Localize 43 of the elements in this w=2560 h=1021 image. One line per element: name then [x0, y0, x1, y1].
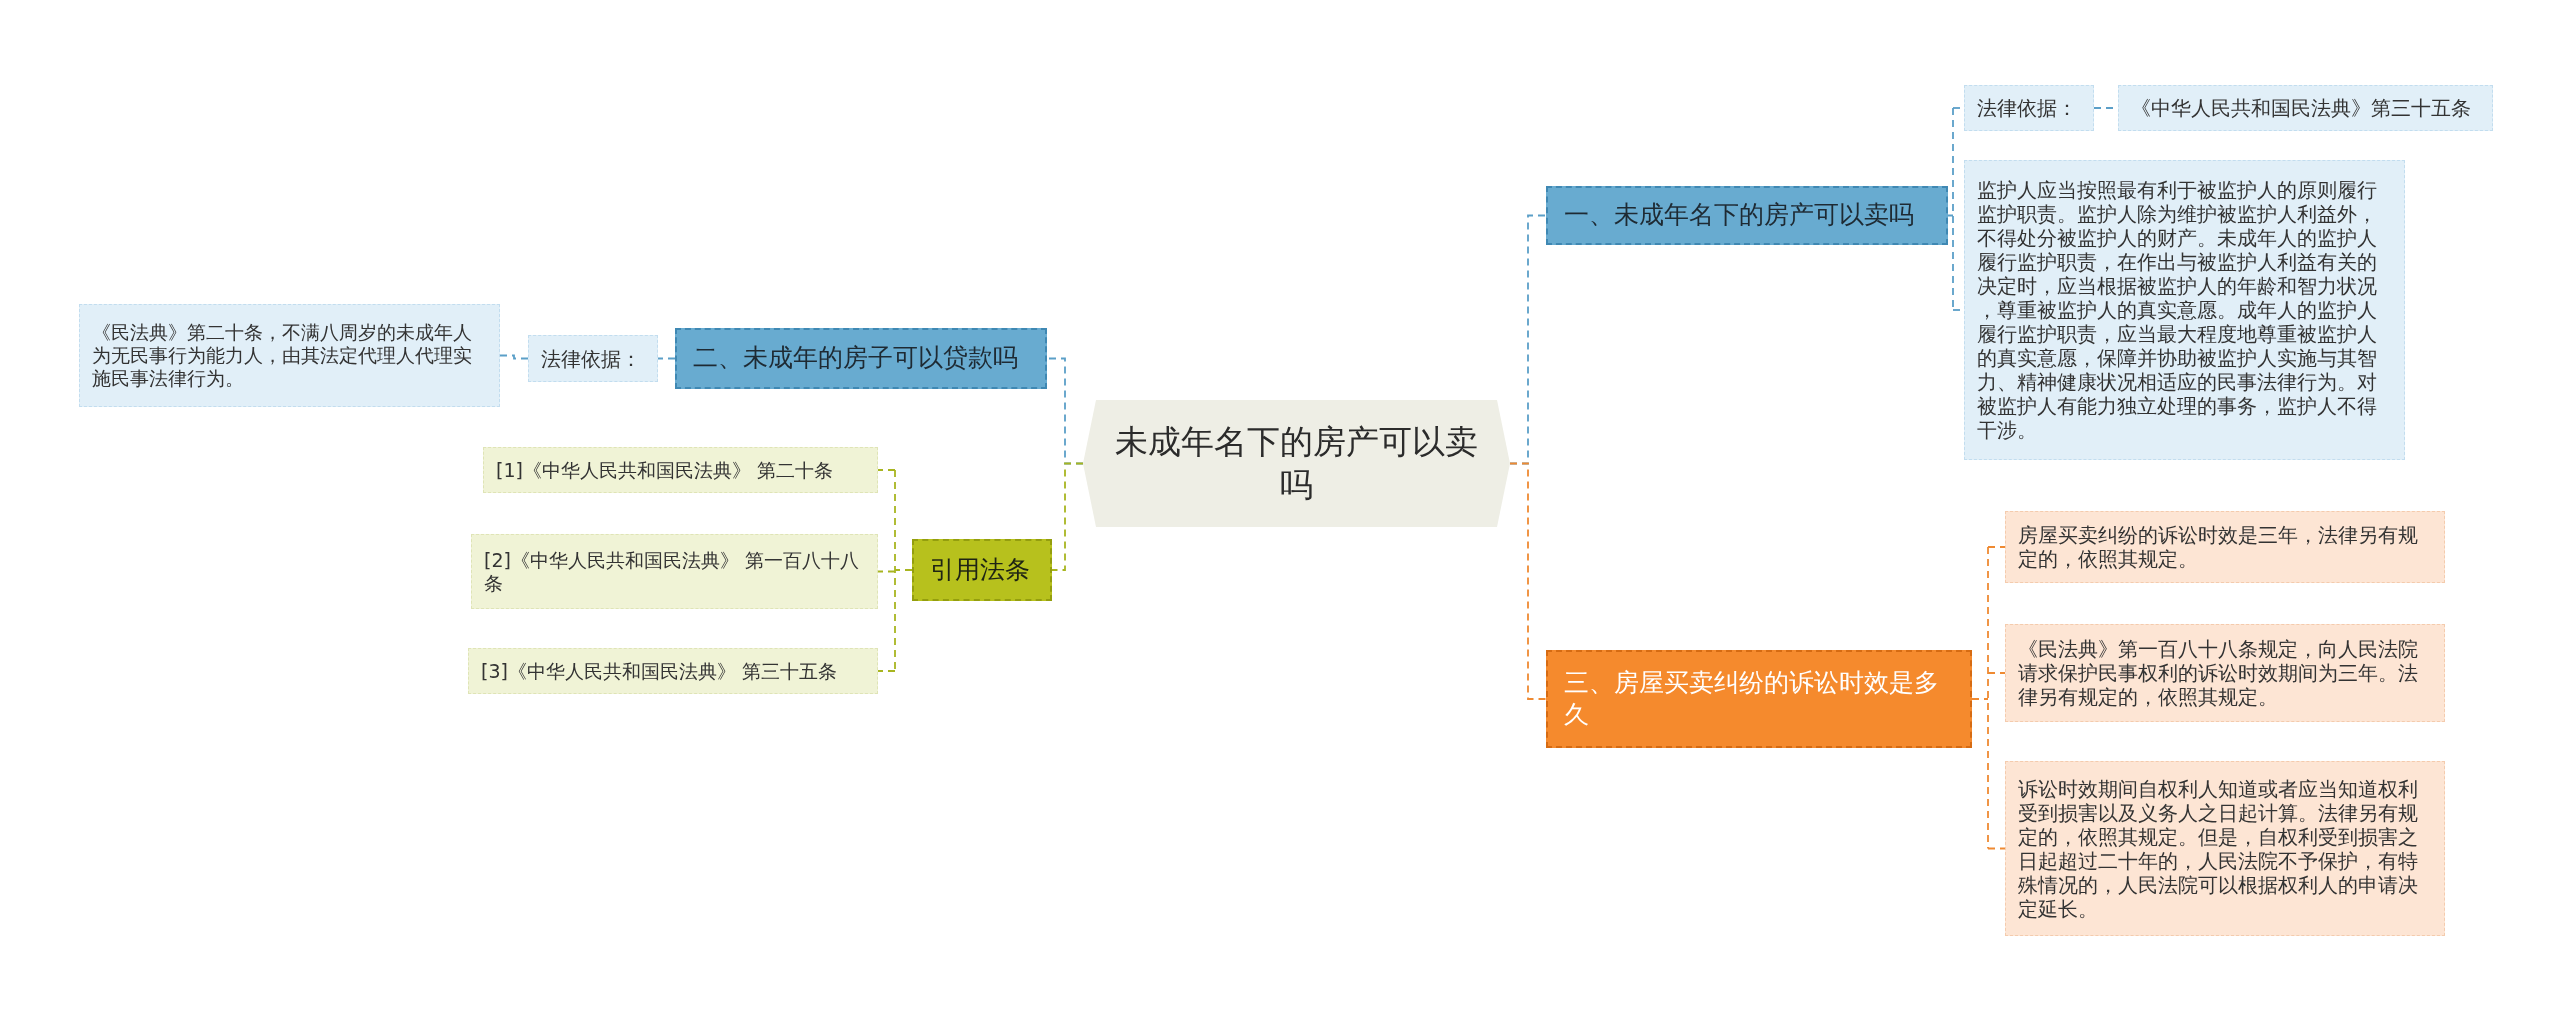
- subtopic-card: [1964, 160, 2405, 460]
- central-topic-text: 未成年名下的房产可以卖吗: [1114, 420, 1479, 506]
- topic-text: 监护人应当按照最有利于被监护人的原则履行监护职责。监护人除为维护被监护人利益外，不得处分被监护人的财产。未成年人的监护人履行监护职责，在作出与被监护人利益有关的决定时，应当根据被监护人的年龄和智力状况，尊重被监护人的真实意愿。成年人的监护人履行监护职责，应当最大程度地尊重被监护人的真实意愿，保障并协助被监护人实施与其智力、精神健康状况相适应的民事法律行为。对被监护人有能力独立处理的事务，监护人不得干涉。: [1977, 178, 2378, 442]
- topic-text: 《中华人民共和国民法典》第三十五条: [2131, 96, 2472, 120]
- connector-line: [499, 354, 529, 360]
- citation-card: [468, 648, 878, 694]
- topic-text: [2]《中华人民共和国民法典》 第一百八十八条: [484, 548, 860, 595]
- topic-text: 法律依据：: [541, 346, 642, 371]
- subtopic-card: [1964, 85, 2094, 131]
- connector-line: [877, 570, 896, 573]
- subtopic-card: [79, 304, 500, 407]
- topic-text: 一、未成年名下的房产可以卖吗: [1564, 199, 1915, 232]
- branch-topic: [912, 539, 1052, 601]
- branch-topic: [1546, 186, 1948, 245]
- branch-topic: [675, 328, 1047, 389]
- connector-line: [1987, 546, 2006, 548]
- topic-text: 《民法典》第一百八十八条规定，向人民法院请求保护民事权利的诉讼时效期间为三年。法律另有规定的，依照其规定。: [2018, 637, 2419, 709]
- citation-card: [483, 447, 878, 493]
- subtopic-card: [2005, 511, 2445, 583]
- connector-line: [877, 469, 896, 471]
- subtopic-card: [2005, 624, 2445, 722]
- connector-line: [1987, 847, 2006, 850]
- subtopic-card: [528, 335, 658, 382]
- subtopic-card: [2118, 85, 2493, 131]
- topic-text: 引用法条: [930, 553, 1031, 586]
- subtopic-card: [2005, 761, 2445, 936]
- connector-line: [1509, 462, 1547, 700]
- topic-text: 三、房屋买卖纠纷的诉讼时效是多久: [1564, 666, 1940, 731]
- topic-text: [3]《中华人民共和国民法典》 第三十五条: [481, 659, 838, 683]
- topic-text: 法律依据：: [1977, 96, 2078, 120]
- topic-text: 房屋买卖纠纷的诉讼时效是三年，法律另有规定的，依照其规定。: [2018, 523, 2419, 571]
- connector-line: [877, 670, 896, 672]
- connector-line: [657, 357, 676, 360]
- topic-text: 《民法典》第二十条，不满八周岁的未成年人为无民事行为能力人，由其法定代理人代理实施民事法律行为。: [92, 321, 473, 390]
- connector-line: [1051, 462, 1084, 571]
- topic-text: 二、未成年的房子可以贷款吗: [693, 342, 1019, 375]
- connector-line: [1971, 546, 1989, 850]
- topic-text: 诉讼时效期间自权利人知道或者应当知道权利受到损害以及义务人之日起计算。法律另有规定的，依照其规定。但是，自权利受到损害之日起超过二十年的，人民法院不予保护，有特殊情况的，人民法院可以根据权利人的申请决定延长。: [2018, 776, 2419, 921]
- branch-topic: [1546, 650, 1972, 748]
- connector-line: [894, 469, 913, 672]
- topic-text: [1]《中华人民共和国民法典》 第二十条: [496, 458, 834, 482]
- citation-card: [471, 534, 878, 609]
- connector-line: [1987, 672, 2006, 674]
